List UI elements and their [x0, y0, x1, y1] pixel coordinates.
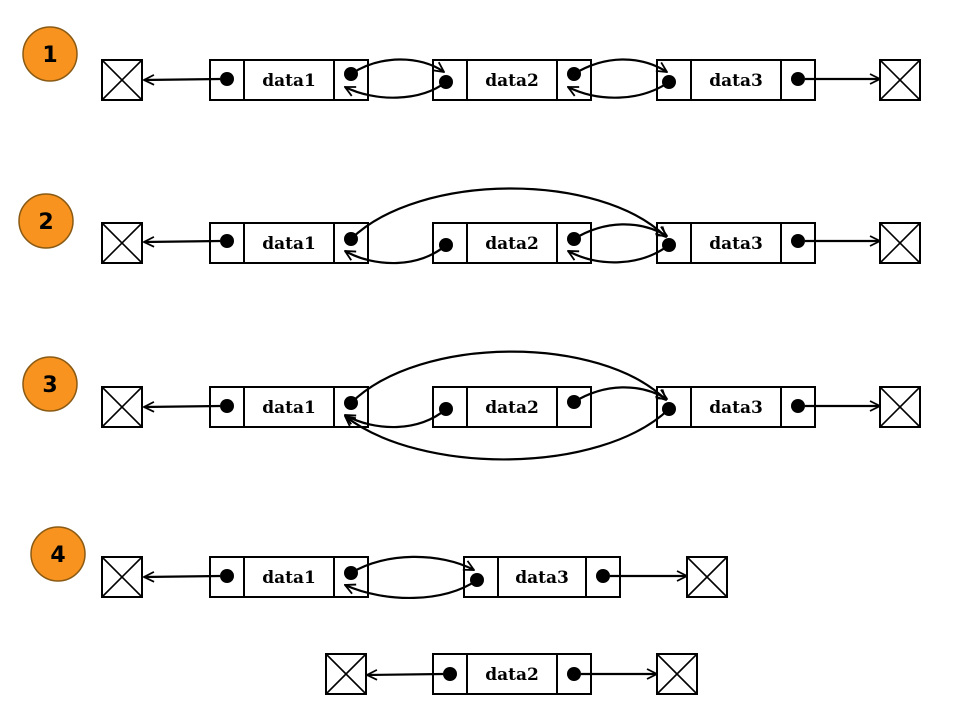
list-node: data1	[209, 222, 369, 264]
next-link	[350, 555, 474, 574]
prev-link	[568, 81, 670, 99]
step-badge: 2	[18, 193, 74, 249]
prev-link	[568, 244, 670, 264]
node-data-label: data1	[262, 234, 316, 254]
prev-link	[345, 81, 447, 99]
prev-link	[144, 576, 221, 577]
node-data-label: data2	[485, 665, 539, 685]
step-badge: 4	[30, 526, 86, 582]
node-data-label: data3	[709, 234, 763, 254]
list-node: data1	[209, 386, 369, 428]
null-terminator-left	[325, 653, 367, 695]
step-number: 4	[50, 543, 65, 568]
null-terminator-right	[879, 222, 921, 264]
next-link	[350, 58, 444, 75]
list-node: data2	[432, 653, 592, 695]
step-number: 3	[42, 373, 57, 398]
prev-link-bypass	[345, 408, 670, 461]
step-badge: 1	[22, 26, 78, 82]
step-3: 3 data1 data2 data3	[22, 350, 921, 461]
null-terminator-left	[101, 386, 143, 428]
list-node: data2	[432, 222, 592, 264]
prev-link	[345, 244, 447, 265]
null-terminator-left	[101, 556, 143, 598]
list-node: data1	[209, 59, 369, 101]
step-1: 1 data1 data2 data3	[22, 26, 921, 101]
prev-link	[144, 79, 221, 80]
next-link-bypass	[350, 187, 666, 240]
node-data-label: data3	[515, 568, 569, 588]
list-node: data1	[209, 556, 369, 598]
node-data-label: data1	[262, 568, 316, 588]
next-link	[573, 58, 667, 75]
step-4: 4 data1 data3	[30, 526, 728, 695]
detached-node-group: data2	[325, 653, 698, 695]
null-terminator-right	[686, 556, 728, 598]
step-2: 2 data1 data2 data3	[18, 187, 921, 265]
node-data-label: data3	[709, 398, 763, 418]
prev-link	[345, 579, 478, 599]
node-data-label: data1	[262, 71, 316, 91]
node-data-label: data1	[262, 398, 316, 418]
step-badge: 3	[22, 356, 78, 412]
next-link-bypass	[350, 350, 666, 404]
list-node: data2	[432, 386, 592, 428]
null-terminator-left	[101, 222, 143, 264]
list-node: data3	[463, 556, 621, 598]
prev-link	[367, 674, 444, 675]
node-data-label: data2	[485, 234, 539, 254]
list-node: data3	[656, 222, 816, 264]
null-terminator-right	[879, 386, 921, 428]
list-node: data2	[432, 59, 592, 101]
null-terminator-right	[656, 653, 698, 695]
node-data-label: data2	[485, 71, 539, 91]
prev-link	[144, 241, 221, 242]
step-number: 2	[38, 210, 53, 235]
list-node: data3	[656, 386, 816, 428]
node-data-label: data2	[485, 398, 539, 418]
list-node: data3	[656, 59, 816, 101]
next-link	[573, 386, 667, 403]
prev-link	[144, 406, 221, 407]
next-link	[573, 223, 667, 240]
null-terminator-left	[101, 59, 143, 101]
node-data-label: data3	[709, 71, 763, 91]
null-terminator-right	[879, 59, 921, 101]
step-number: 1	[42, 43, 57, 68]
